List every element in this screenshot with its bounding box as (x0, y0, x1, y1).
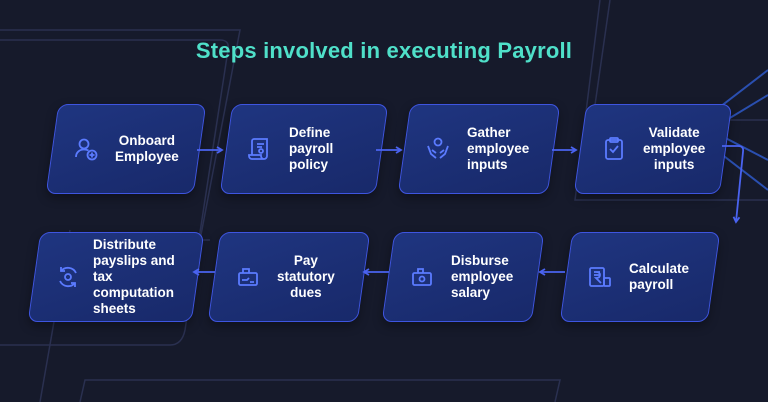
step-label: Onboard Employee (115, 133, 179, 164)
step-card-pay-statutory-dues: Pay statutory dues (207, 232, 371, 322)
step-label: Calculate payroll (629, 261, 690, 292)
calculator-rupee-icon (587, 264, 613, 290)
step-card-validate-employee-inputs: Validate employee inputs (573, 104, 733, 194)
step-label: Disburse employee salary (451, 253, 514, 300)
add-user-icon (73, 136, 99, 162)
step-card-define-payroll-policy: Define payroll policy (219, 104, 389, 194)
step-card-disburse-employee-salary: Disburse employee salary (381, 232, 545, 322)
cycle-distribute-icon (55, 264, 81, 290)
step-card-onboard-employee: Onboard Employee (45, 104, 207, 194)
step-label: Define payroll policy (289, 125, 334, 172)
cash-disburse-icon (409, 264, 435, 290)
step-label: Validate employee inputs (643, 125, 706, 172)
policy-scroll-icon (247, 136, 273, 162)
step-label: Pay statutory dues (277, 253, 335, 300)
page-title: Steps involved in executing Payroll (195, 38, 573, 63)
step-card-calculate-payroll: Calculate payroll (559, 232, 721, 322)
hands-gather-icon (425, 136, 451, 162)
pay-dues-icon (235, 264, 261, 290)
step-label: Gather employee inputs (467, 125, 530, 172)
step-card-gather-employee-inputs: Gather employee inputs (397, 104, 561, 194)
clipboard-check-icon (601, 136, 627, 162)
step-card-distribute-payslips: Distribute payslips and tax computation … (27, 232, 205, 322)
step-label: Distribute payslips and tax computation … (93, 237, 175, 316)
